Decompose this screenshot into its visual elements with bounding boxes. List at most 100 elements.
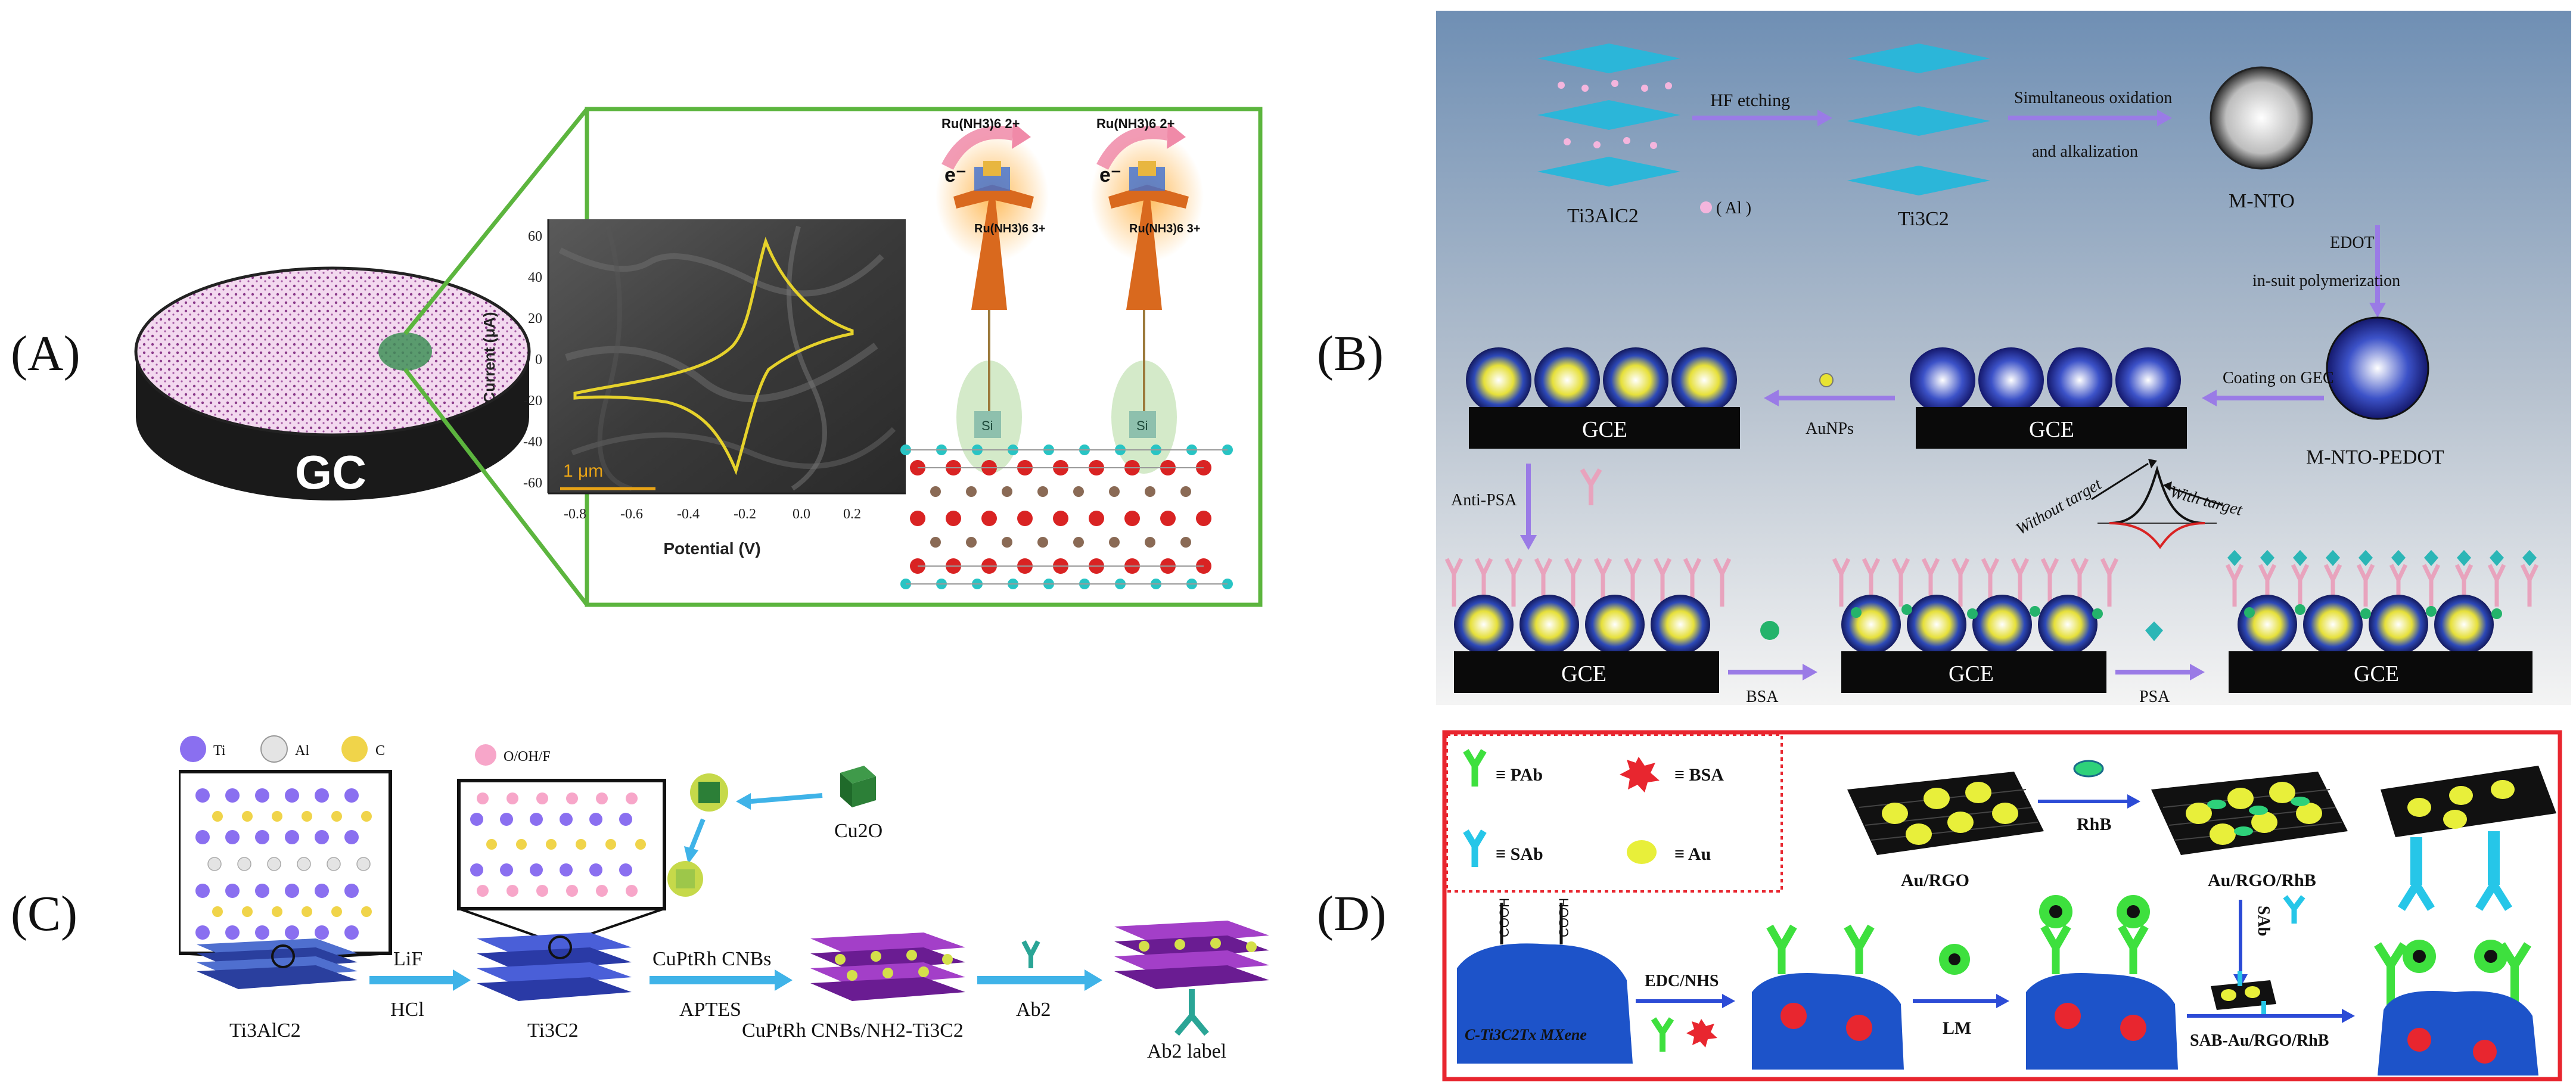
panel-d-figure: ≡ PAb ≡ BSA ≡ SAb ≡ Au Au/RGO RhB Au/: [1442, 730, 2562, 1081]
si-label: Si: [1136, 418, 1148, 433]
y-tick-label: 0: [535, 352, 542, 368]
ab2-label-text: Ab2 label: [1147, 1040, 1226, 1062]
al-legend-label: ( Al ): [1716, 199, 1751, 217]
cu2o-label: Cu2O: [834, 820, 883, 842]
cooh-label-1: COOH: [1497, 898, 1512, 937]
ti3alc2-label: Ti3AlC2: [1567, 205, 1639, 227]
al-legend-label: Al: [295, 743, 309, 759]
ti3c2-label: Ti3C2: [1898, 208, 1949, 230]
ti3c2-block: [477, 933, 632, 1001]
cnbs-nh2-label: CuPtRh CNBs/NH2-Ti3C2: [742, 1019, 964, 1042]
edc-pab-icon: [1651, 1017, 1674, 1052]
panel-b-figure: Ti3AlC2 ( Al ) HF etching Ti3C2 Simultan…: [1436, 11, 2571, 705]
sab-legend: ≡ SAb: [1496, 844, 1543, 864]
final-assembly: [2374, 766, 2556, 1076]
mxene-label: C-Ti3C2Tx MXene: [1465, 1026, 1587, 1043]
cnb-particle: [690, 773, 728, 812]
coating-label: Coating on GEC: [2223, 369, 2334, 387]
y-tick-label: 20: [528, 311, 542, 327]
redox-probe-right: Ru(NH3)6 2+ Ru(NH3)6 3+ e⁻ Si: [1090, 116, 1204, 474]
al-legend-dot: [260, 735, 288, 763]
c-legend-dot: [341, 736, 368, 762]
sab-arrow-icon: [2283, 895, 2305, 924]
mxene-lm: [2026, 895, 2178, 1070]
signal-curves: [2091, 459, 2223, 549]
cnb-particle: [667, 861, 703, 897]
bsa-label: BSA: [1746, 688, 1779, 705]
x-tick-label: -0.4: [677, 506, 700, 522]
psa-label: PSA: [2139, 688, 2170, 705]
y-tick-labels: 60 40 20 0 -20 -40 -60: [523, 229, 542, 491]
redox-probe-left: Ru(NH3)6 2+ Ru(NH3)6 3+ e⁻ Si: [936, 116, 1049, 474]
bsa-legend: ≡ BSA: [1674, 765, 1724, 785]
ohf-legend-dot: [475, 744, 496, 766]
ti3alc2-block: [197, 938, 358, 989]
panel-a-figure: GC 1 μm 60 40 20 0 -20 -40 -60 -0.8 -0.6…: [134, 107, 1263, 607]
si-label: Si: [981, 418, 993, 433]
gc-electrode-disk: GC: [134, 266, 531, 501]
lm-label: LM: [1943, 1018, 1971, 1038]
gce-label: GCE: [1949, 661, 1994, 686]
au-legend: ≡ Au: [1674, 844, 1711, 864]
gce-aunp-electrode: GCE: [1466, 347, 1740, 449]
x-axis-label: Potential (V): [663, 539, 760, 558]
x-tick-label: -0.6: [620, 506, 643, 522]
au-icon: [1627, 840, 1657, 864]
edc-bsa-icon: [1686, 1019, 1717, 1048]
lif-label: LiF: [393, 948, 422, 970]
ti3alc2-crystal-box: [179, 770, 392, 955]
zoom-line-top: [403, 107, 589, 335]
y-tick-label: -60: [523, 475, 542, 491]
y-tick-label: -20: [523, 393, 542, 409]
cooh-label-2: COOH: [1556, 898, 1571, 937]
pab-legend: ≡ PAb: [1496, 765, 1543, 785]
edot-label-1: EDOT: [2330, 234, 2375, 252]
cnbs-label: CuPtRh CNBs: [652, 948, 771, 970]
gce-psa-electrode: GCE: [2225, 550, 2539, 693]
ti-legend-label: Ti: [213, 743, 226, 759]
gce-label: GCE: [1561, 661, 1606, 686]
panel-label-d: (D): [1317, 886, 1387, 941]
ab2-icon: [1021, 940, 1040, 968]
lm-icon-core: [1949, 953, 1960, 965]
sab-icon: [1463, 829, 1487, 867]
bsa-icon: [1620, 757, 1660, 792]
electron-label: e⁻: [944, 164, 967, 187]
redox-top-label: Ru(NH3)6 2+: [1096, 116, 1174, 131]
psa-icon: [2145, 621, 2163, 641]
hcl-label: HCl: [390, 999, 424, 1021]
cnb-arrow: [689, 818, 706, 850]
sem-image: [548, 219, 906, 493]
ti-legend-dot: [180, 736, 206, 762]
cu2o-cube: [840, 766, 876, 807]
gce-label: GCE: [2354, 661, 2399, 686]
c-legend-label: C: [375, 743, 385, 759]
legend-box: [1446, 733, 1783, 893]
ti3alc2-layers: [1537, 43, 1680, 187]
electron-label: e⁻: [1099, 164, 1121, 187]
panel-c-figure: Ti Al C O/OH/F Ti3AlC2 LiF HCl: [179, 735, 1269, 1062]
x-tick-label: -0.8: [564, 506, 586, 522]
y-tick-label: 60: [528, 229, 542, 244]
oxidation-label-2: and alkalization: [2032, 142, 2138, 161]
mntopedot-sphere: [2326, 316, 2429, 420]
aunps-label: AuNPs: [1806, 419, 1854, 438]
mxene-sheet: [1457, 903, 1633, 1064]
sab-arrow-label: SAb: [2254, 906, 2273, 936]
anti-psa-label: Anti-PSA: [1451, 491, 1517, 509]
ab2-label: Ab2: [1016, 999, 1051, 1021]
redox-bottom-label: Ru(NH3)6 3+: [974, 222, 1045, 235]
gce-antibody-electrode: GCE: [1444, 558, 1732, 693]
redox-top-label: Ru(NH3)6 2+: [941, 116, 1020, 131]
mxene-lattice: [900, 445, 1233, 589]
redox-bottom-label: Ru(NH3)6 3+: [1129, 222, 1200, 235]
y-axis-label: Current (μA): [480, 312, 498, 403]
mntopedot-label: M-NTO-PEDOT: [2306, 446, 2444, 468]
antibody-icon: [1580, 468, 1602, 505]
panel-label-c: (C): [11, 886, 77, 941]
hf-label: HF etching: [1710, 91, 1790, 110]
x-tick-label: 0.0: [793, 506, 810, 522]
gce-label: GCE: [1582, 417, 1627, 442]
gce-bsa-electrode: GCE: [1832, 558, 2119, 693]
cu2o-arrow: [750, 793, 823, 804]
